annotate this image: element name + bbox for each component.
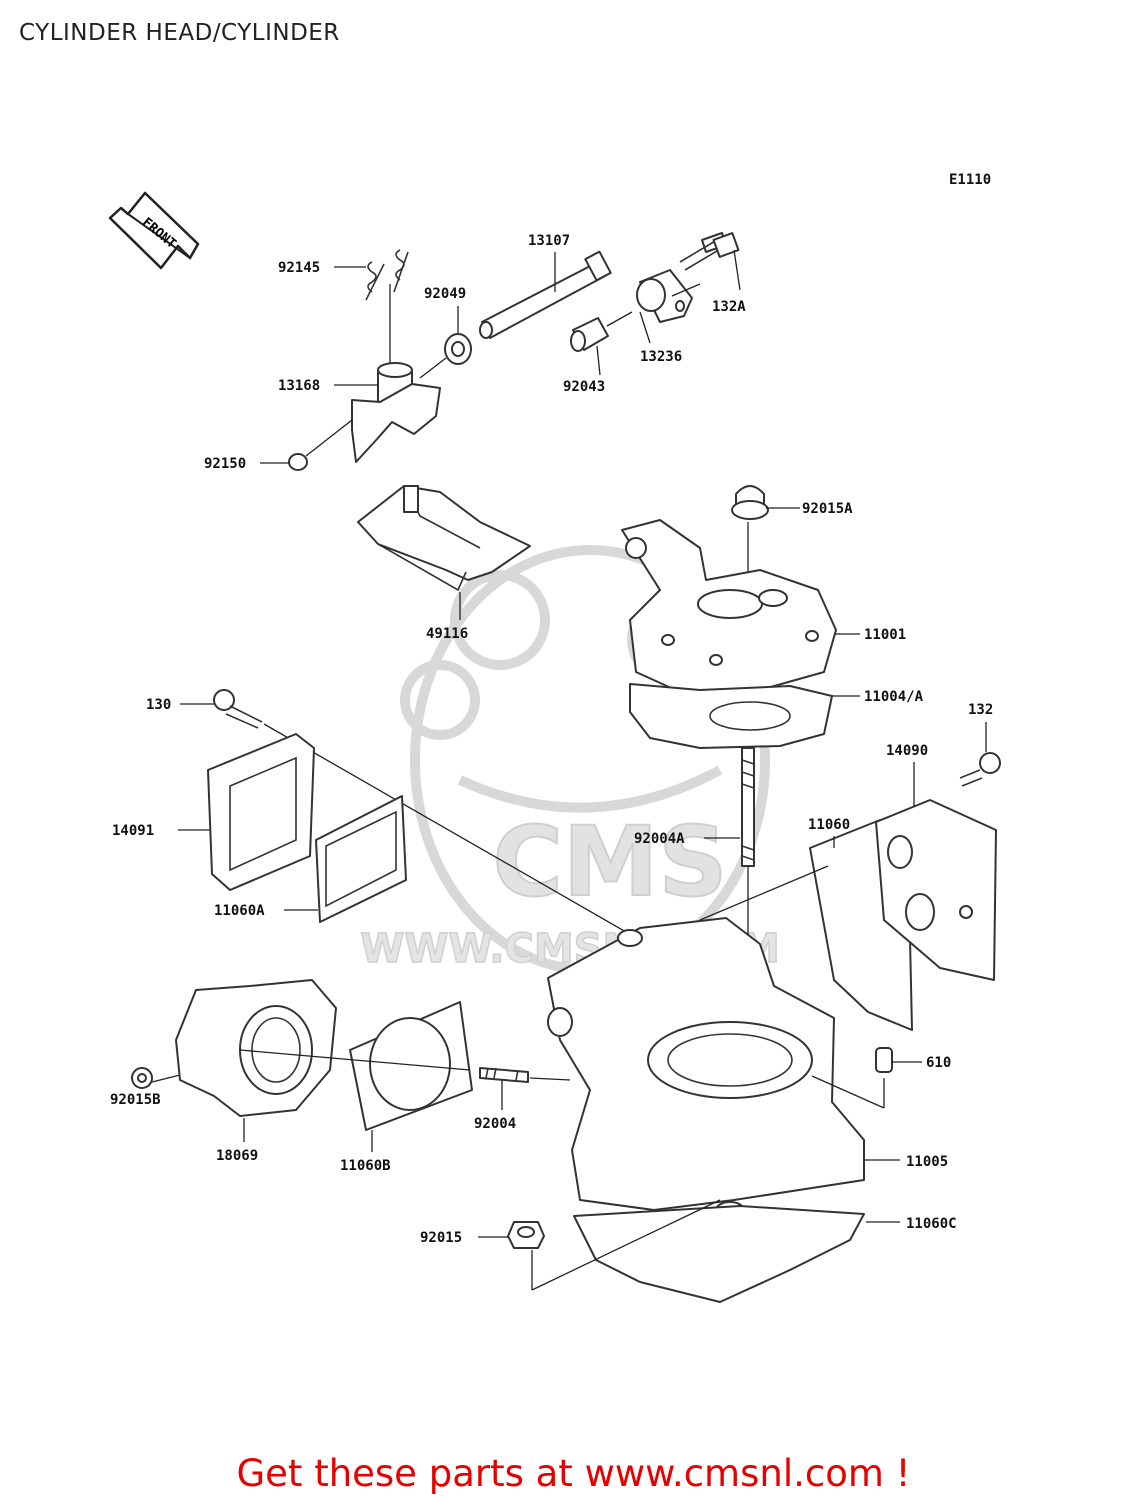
part-label: 610 [926,1055,951,1071]
part-label: 92015B [110,1092,161,1108]
spring-92145-part [365,249,409,301]
part-label: 13168 [278,378,320,394]
cylinder-11005-part [547,917,865,1219]
part-label: 11060 [808,817,850,833]
footer-link[interactable]: Get these parts at www.cmsnl.com ! [236,1452,911,1495]
part-labels: 92145 13107 92049 132A 13236 92043 13168… [110,233,993,1246]
cover-14090-part [875,799,997,981]
part-label: 11060A [214,903,265,919]
cover-14091-part [207,733,315,891]
bolt-132-part [959,752,1001,787]
part-label: 49116 [426,626,468,642]
part-label: 11004/A [864,689,924,705]
front-arrow-icon: FRONT [108,191,200,270]
cylinder-head-11001-part [621,519,837,693]
nut-92015B-part [131,1067,153,1089]
part-label: 92004A [634,831,685,847]
part-label: 11001 [864,627,906,643]
nut-92015-part [507,1221,545,1249]
manifold-18069-part [175,979,337,1117]
part-label: 92043 [563,379,605,395]
dowel-610-part [875,1047,893,1073]
shaft-13107-part [479,250,612,339]
stud-92004-part [479,1067,529,1083]
part-label: 92145 [278,260,320,276]
page-title: CYLINDER HEAD/CYLINDER [19,20,340,46]
part-label: 14090 [886,743,928,759]
bolt-132A-part [679,232,740,271]
gasket-11004A-part [629,683,833,749]
part-label: 92015 [420,1230,462,1246]
part-label: 130 [146,697,171,713]
part-label: 11060B [340,1158,391,1174]
lever-13168-part [351,362,441,463]
part-label: 14091 [112,823,154,839]
part-label: 92015A [802,501,853,517]
part-label: 13236 [640,349,682,365]
nut-92150-part [288,453,308,471]
parts-diagram: CMS WWW.CMSNL.COM FRONT E1110 [108,172,1001,1303]
part-label: 132A [712,299,746,315]
part-label: 92049 [424,286,466,302]
part-label: 92004 [474,1116,516,1132]
diagram-code: E1110 [949,172,991,188]
stud-92004A-part [741,747,755,867]
gasket-11060A-part [315,795,407,923]
cap-nut-92015A-part [731,485,769,520]
part-label: 18069 [216,1148,258,1164]
bolt-130-part [213,689,263,729]
part-label: 92150 [204,456,246,472]
gasket-11060C-part [573,1205,865,1303]
valve-49116-part [357,485,531,592]
part-label: 11060C [906,1216,957,1232]
holder-13236-part [636,269,693,323]
collar-92043-part [570,317,609,352]
part-label: 132 [968,702,993,718]
gasket-11060B-part [349,1001,473,1131]
part-label: 11005 [906,1154,948,1170]
watermark-logo: CMS [492,806,727,918]
bearing-92049-part [444,333,472,365]
part-label: 13107 [528,233,570,249]
